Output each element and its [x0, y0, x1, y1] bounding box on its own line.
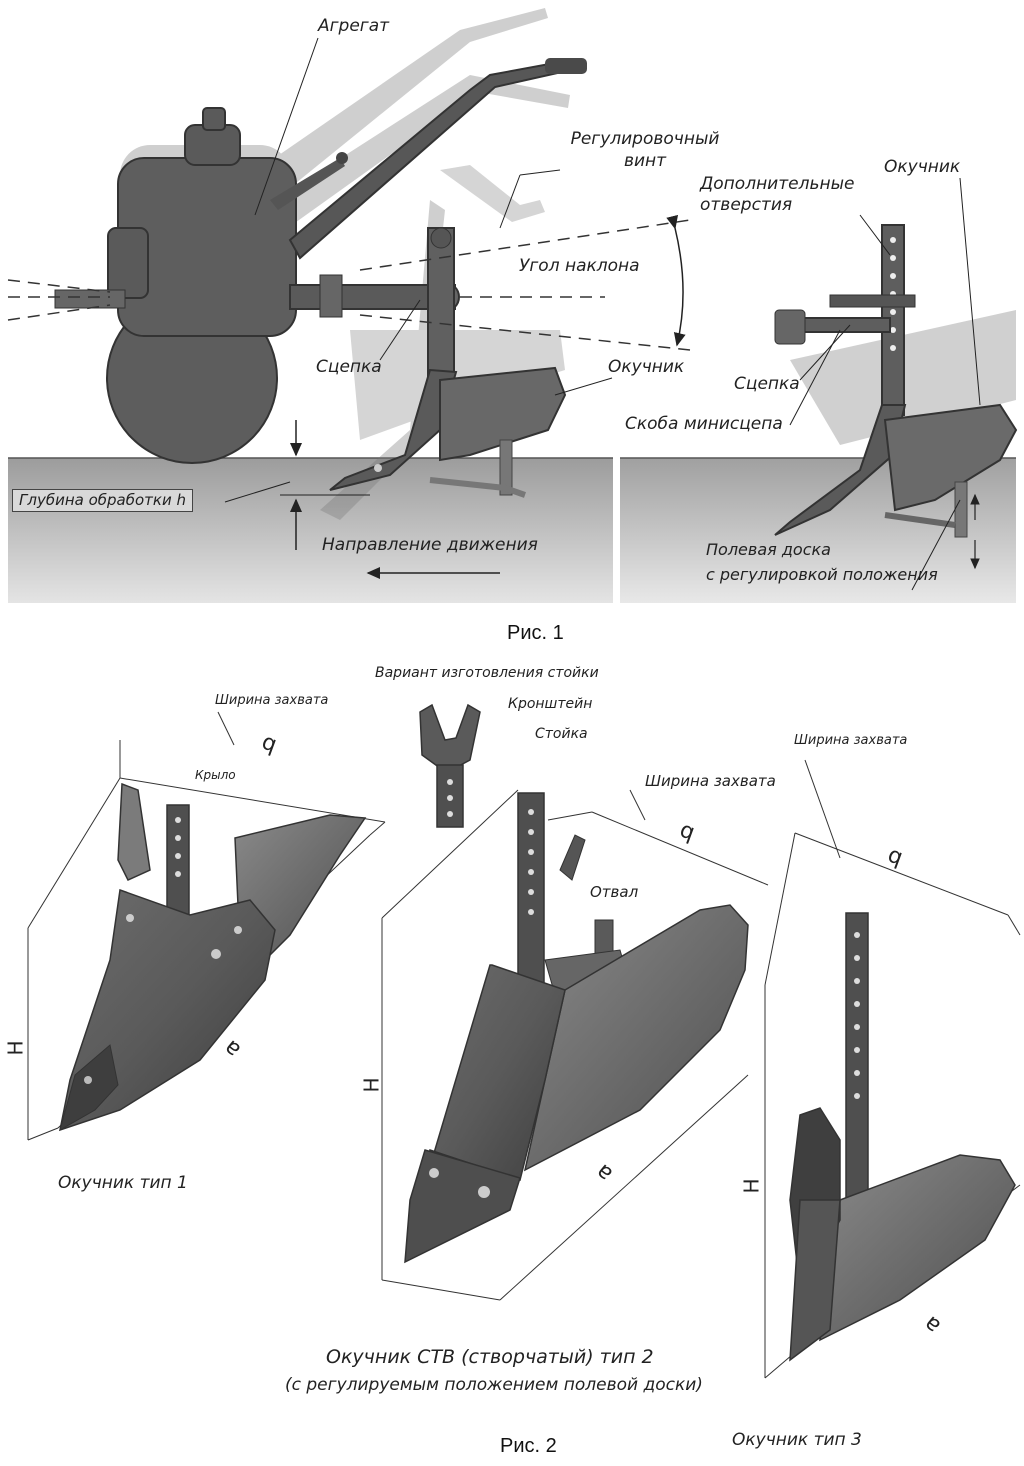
- label-tilt-angle: Угол наклона: [517, 256, 642, 276]
- label-field-board-2: с регулировкой положения: [706, 565, 938, 584]
- type3-width-label: Ширина захвата: [794, 733, 908, 748]
- type1-wing-label: Крыло: [195, 768, 236, 782]
- label-adjusting-screw-1: Регулировочный: [570, 129, 720, 149]
- label-adjusting-screw-2: винт: [623, 151, 667, 171]
- label-depth: Глубина обработки h: [12, 489, 193, 512]
- leader-lines-right: [789, 177, 981, 591]
- hiller-left: [329, 227, 567, 498]
- type3-h-label: H: [739, 1178, 764, 1194]
- label-hitch-left: Сцепка: [316, 357, 382, 377]
- type2-post-label: Стойка: [535, 726, 588, 742]
- leader-lines-left: [224, 37, 613, 503]
- type2-subname: (с регулируемым положением полевой доски…: [285, 1375, 703, 1395]
- fig1-left-panel: [7, 8, 691, 603]
- caption-fig1: Рис. 1: [507, 622, 564, 644]
- type2-h-label: H: [359, 1077, 384, 1093]
- shank-right: [774, 404, 907, 536]
- label-hiller-right: Окучник: [884, 157, 961, 177]
- label-field-board-1: Полевая доска: [706, 540, 831, 559]
- type3-name: Окучник тип 3: [732, 1430, 862, 1450]
- moldboard-right: [883, 403, 1018, 512]
- type1-width-label: Ширина захвата: [215, 693, 329, 708]
- type2-bracket-label: Кронштейн: [508, 696, 593, 712]
- axis-dashed-lines: [7, 219, 691, 351]
- label-hiller-left: Окучник: [608, 357, 685, 377]
- type2-width-label: Ширина захвата: [645, 772, 776, 790]
- soil-left: [8, 458, 613, 603]
- hiller-type3: [764, 759, 1021, 1379]
- motoblock-aggregate: [54, 58, 587, 464]
- label-extra-holes-2: отверстия: [700, 195, 793, 215]
- label-bracket: Скоба минисцепа: [625, 414, 783, 434]
- type2-moldboard-label: Отвал: [590, 883, 639, 901]
- caption-fig2: Рис. 2: [500, 1435, 557, 1457]
- fig1-right-panel: [613, 177, 1018, 603]
- hiller-type2: [381, 703, 769, 1301]
- label-extra-holes-1: Дополнительные: [700, 174, 855, 194]
- label-hitch-right: Сцепка: [734, 374, 800, 394]
- label-direction: Направление движения: [322, 535, 538, 555]
- type2-variant-label: Вариант изготовления стойки: [375, 665, 599, 681]
- type2-name: Окучник СТВ (створчатый) тип 2: [326, 1346, 654, 1368]
- angle-arc-arrow: [666, 214, 686, 347]
- label-aggregate: Агрегат: [318, 16, 390, 36]
- type1-h-label: H: [3, 1040, 28, 1056]
- type1-name: Окучник тип 1: [58, 1173, 188, 1193]
- hiller-type1: [27, 711, 386, 1141]
